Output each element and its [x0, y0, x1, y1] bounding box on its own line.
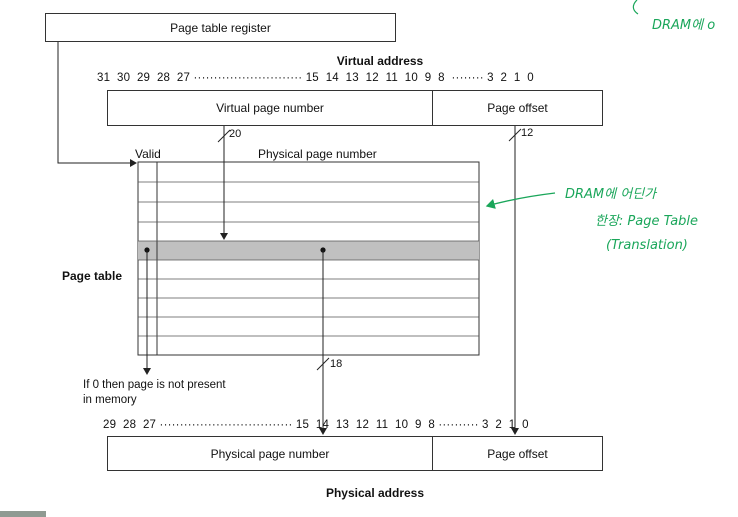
virtual-address-bit-numbers: 31 30 29 28 27 ·························…	[97, 72, 534, 84]
ppn-width-label: 18	[330, 358, 343, 370]
handwritten-note-line2: 한장: Page Table	[595, 214, 699, 229]
vpn-width-label: 20	[229, 128, 242, 140]
page-table-register: Page table register	[45, 13, 396, 42]
invalid-page-note: If 0 then page is not present in memory	[83, 379, 226, 406]
page-table-row-lines	[138, 181, 479, 337]
handwritten-note-top: DRAM에 o	[652, 18, 716, 33]
handwritten-arrow	[485, 192, 556, 209]
handwritten-note-line1: DRAM에 어딘가	[565, 187, 657, 202]
virtual-address-title: Virtual address	[336, 54, 424, 68]
physical-address-bit-numbers: 29 28 27 ·······························…	[103, 419, 529, 431]
page-table-label: Page table	[62, 269, 123, 283]
physical-page-offset-field: Page offset	[432, 436, 603, 471]
physical-page-number-field: Physical page number	[107, 436, 433, 471]
virtual-page-offset-label: Page offset	[487, 101, 548, 115]
virtual-page-offset-field: Page offset	[432, 90, 603, 126]
page-table-highlight-row	[138, 241, 479, 260]
physical-page-number-label: Physical page number	[210, 446, 330, 461]
handwritten-note-line3: (Translation)	[606, 238, 688, 253]
page-table-register-label: Page table register	[170, 20, 271, 35]
offset-width-label: 12	[521, 127, 534, 139]
virtual-page-number-label: Virtual page number	[216, 101, 324, 115]
physical-address-title: Physical address	[325, 486, 425, 500]
register-to-table-arrow	[57, 42, 137, 167]
virtual-page-number-field: Virtual page number	[107, 90, 433, 126]
valid-column-header: Valid	[135, 147, 161, 161]
physical-page-offset-label: Page offset	[487, 446, 548, 461]
corner-gray-tab	[0, 511, 46, 517]
ppn-column-header: Physical page number	[258, 147, 377, 161]
